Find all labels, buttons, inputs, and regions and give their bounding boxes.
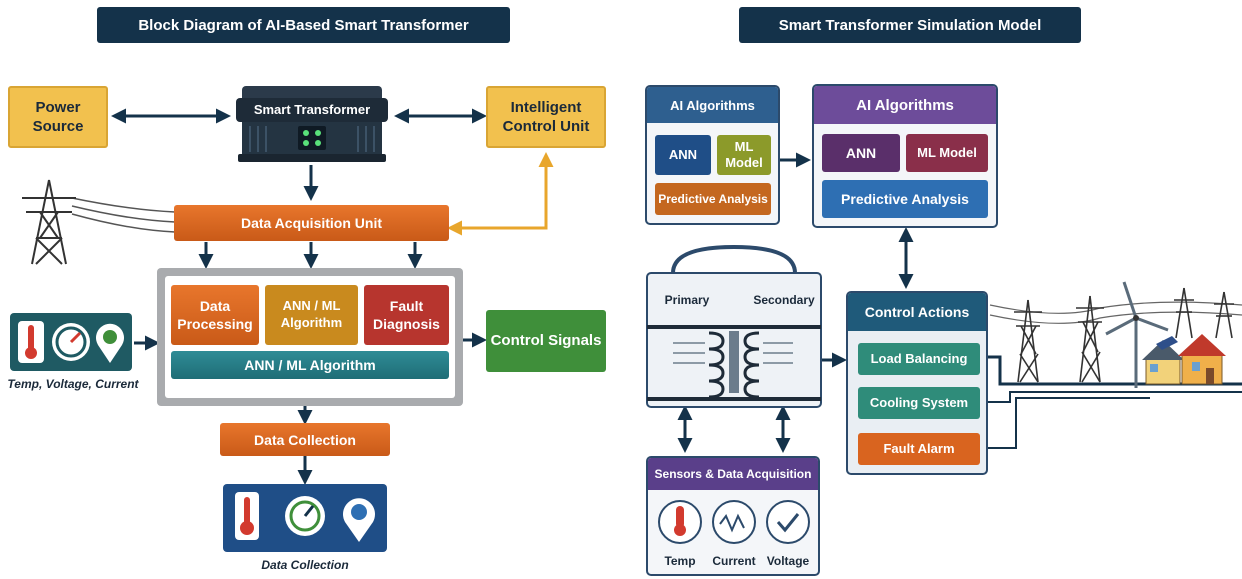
- feeder-1: [982, 355, 1242, 386]
- fault-alarm-chip: Fault Alarm: [858, 433, 980, 465]
- smart-transformer-device: [236, 80, 388, 166]
- sensors-panel-title: Sensors & Data Acquisition: [648, 458, 818, 490]
- data-collection-icons: [223, 484, 387, 552]
- power-source-box: Power Source: [8, 86, 108, 148]
- ai-panel-2-ann: ANN: [822, 134, 900, 172]
- transmission-tower-icon: [1214, 291, 1234, 339]
- data-collection-caption: Data Collection: [261, 558, 349, 572]
- power-grid-scene: [996, 278, 1242, 394]
- feeder-3: [982, 397, 1150, 449]
- sensor-voltage-label: Voltage: [766, 554, 810, 568]
- wind-turbine-icon: [1105, 281, 1169, 388]
- cooling-system-chip: Cooling System: [858, 387, 980, 419]
- sensor-panel: [10, 313, 132, 371]
- control-actions-panel: Control Actions Load Balancing Cooling S…: [846, 291, 988, 475]
- gauge-icon: [52, 323, 90, 361]
- ai-panel-2-predictive: Predictive Analysis: [822, 180, 988, 218]
- ann-ml-algorithm-bar: ANN / ML Algorithm: [171, 351, 449, 379]
- data-collection-bar: Data Collection: [220, 423, 390, 456]
- thermometer-icon: [658, 500, 702, 544]
- ai-panel-1-ann: ANN: [655, 135, 711, 175]
- transmission-tower-icon: [1076, 295, 1104, 383]
- location-pin-icon: [96, 323, 125, 363]
- transmission-tower-icon: [14, 178, 84, 268]
- ai-algorithms-panel-1: AI Algorithms ANN ML Model Predictive An…: [645, 85, 780, 225]
- thermometer-icon: [235, 492, 259, 540]
- ann-ml-algorithm-box: ANN / ML Algorithm: [265, 285, 358, 345]
- left-diagram-title: Block Diagram of AI-Based Smart Transfor…: [97, 7, 510, 43]
- sensor-temp-label: Temp: [664, 554, 696, 568]
- right-diagram-title: Smart Transformer Simulation Model: [739, 7, 1081, 43]
- secondary-label: Secondary: [753, 293, 815, 307]
- feeder-2: [982, 391, 1242, 403]
- load-balancing-chip: Load Balancing: [858, 343, 980, 375]
- location-pin-icon: [343, 498, 375, 542]
- transformer-core-diagram: [643, 243, 825, 411]
- sensors-panel: Sensors & Data Acquisition Temp Current …: [646, 456, 820, 576]
- ai-panel-1-predictive: Predictive Analysis: [655, 183, 771, 215]
- checkmark-icon: [766, 500, 810, 544]
- ai-panel-1-title: AI Algorithms: [647, 87, 778, 123]
- current-wave-icon: [712, 500, 756, 544]
- sensor-caption: Temp, Voltage, Current: [7, 377, 139, 391]
- control-actions-title: Control Actions: [848, 293, 986, 331]
- data-processing-box: Data Processing: [171, 285, 259, 345]
- ai-algorithms-panel-2: AI Algorithms ANN ML Model Predictive An…: [812, 84, 998, 228]
- intelligent-control-unit-box: Intelligent Control Unit: [486, 86, 606, 148]
- solar-panel-icon: [1156, 336, 1178, 350]
- gauge-icon: [285, 496, 325, 536]
- transmission-tower-icon: [1174, 287, 1194, 339]
- thermometer-icon: [18, 321, 44, 363]
- ai-panel-2-title: AI Algorithms: [814, 86, 996, 124]
- sensor-current-label: Current: [712, 554, 756, 568]
- smart-transformer-label: Smart Transformer: [253, 101, 371, 117]
- primary-label: Primary: [664, 293, 710, 307]
- house-icon: [1142, 340, 1184, 385]
- house-icon: [1178, 334, 1226, 385]
- control-signals-box: Control Signals: [486, 310, 606, 372]
- data-acquisition-unit-bar: Data Acquisition Unit: [174, 205, 449, 241]
- arrow-dau-icu: [447, 152, 554, 236]
- ai-panel-1-ml: ML Model: [717, 135, 771, 175]
- ai-panel-2-ml: ML Model: [906, 134, 988, 172]
- fault-diagnosis-box: Fault Diagnosis: [364, 285, 449, 345]
- transmission-tower-icon: [1014, 299, 1042, 383]
